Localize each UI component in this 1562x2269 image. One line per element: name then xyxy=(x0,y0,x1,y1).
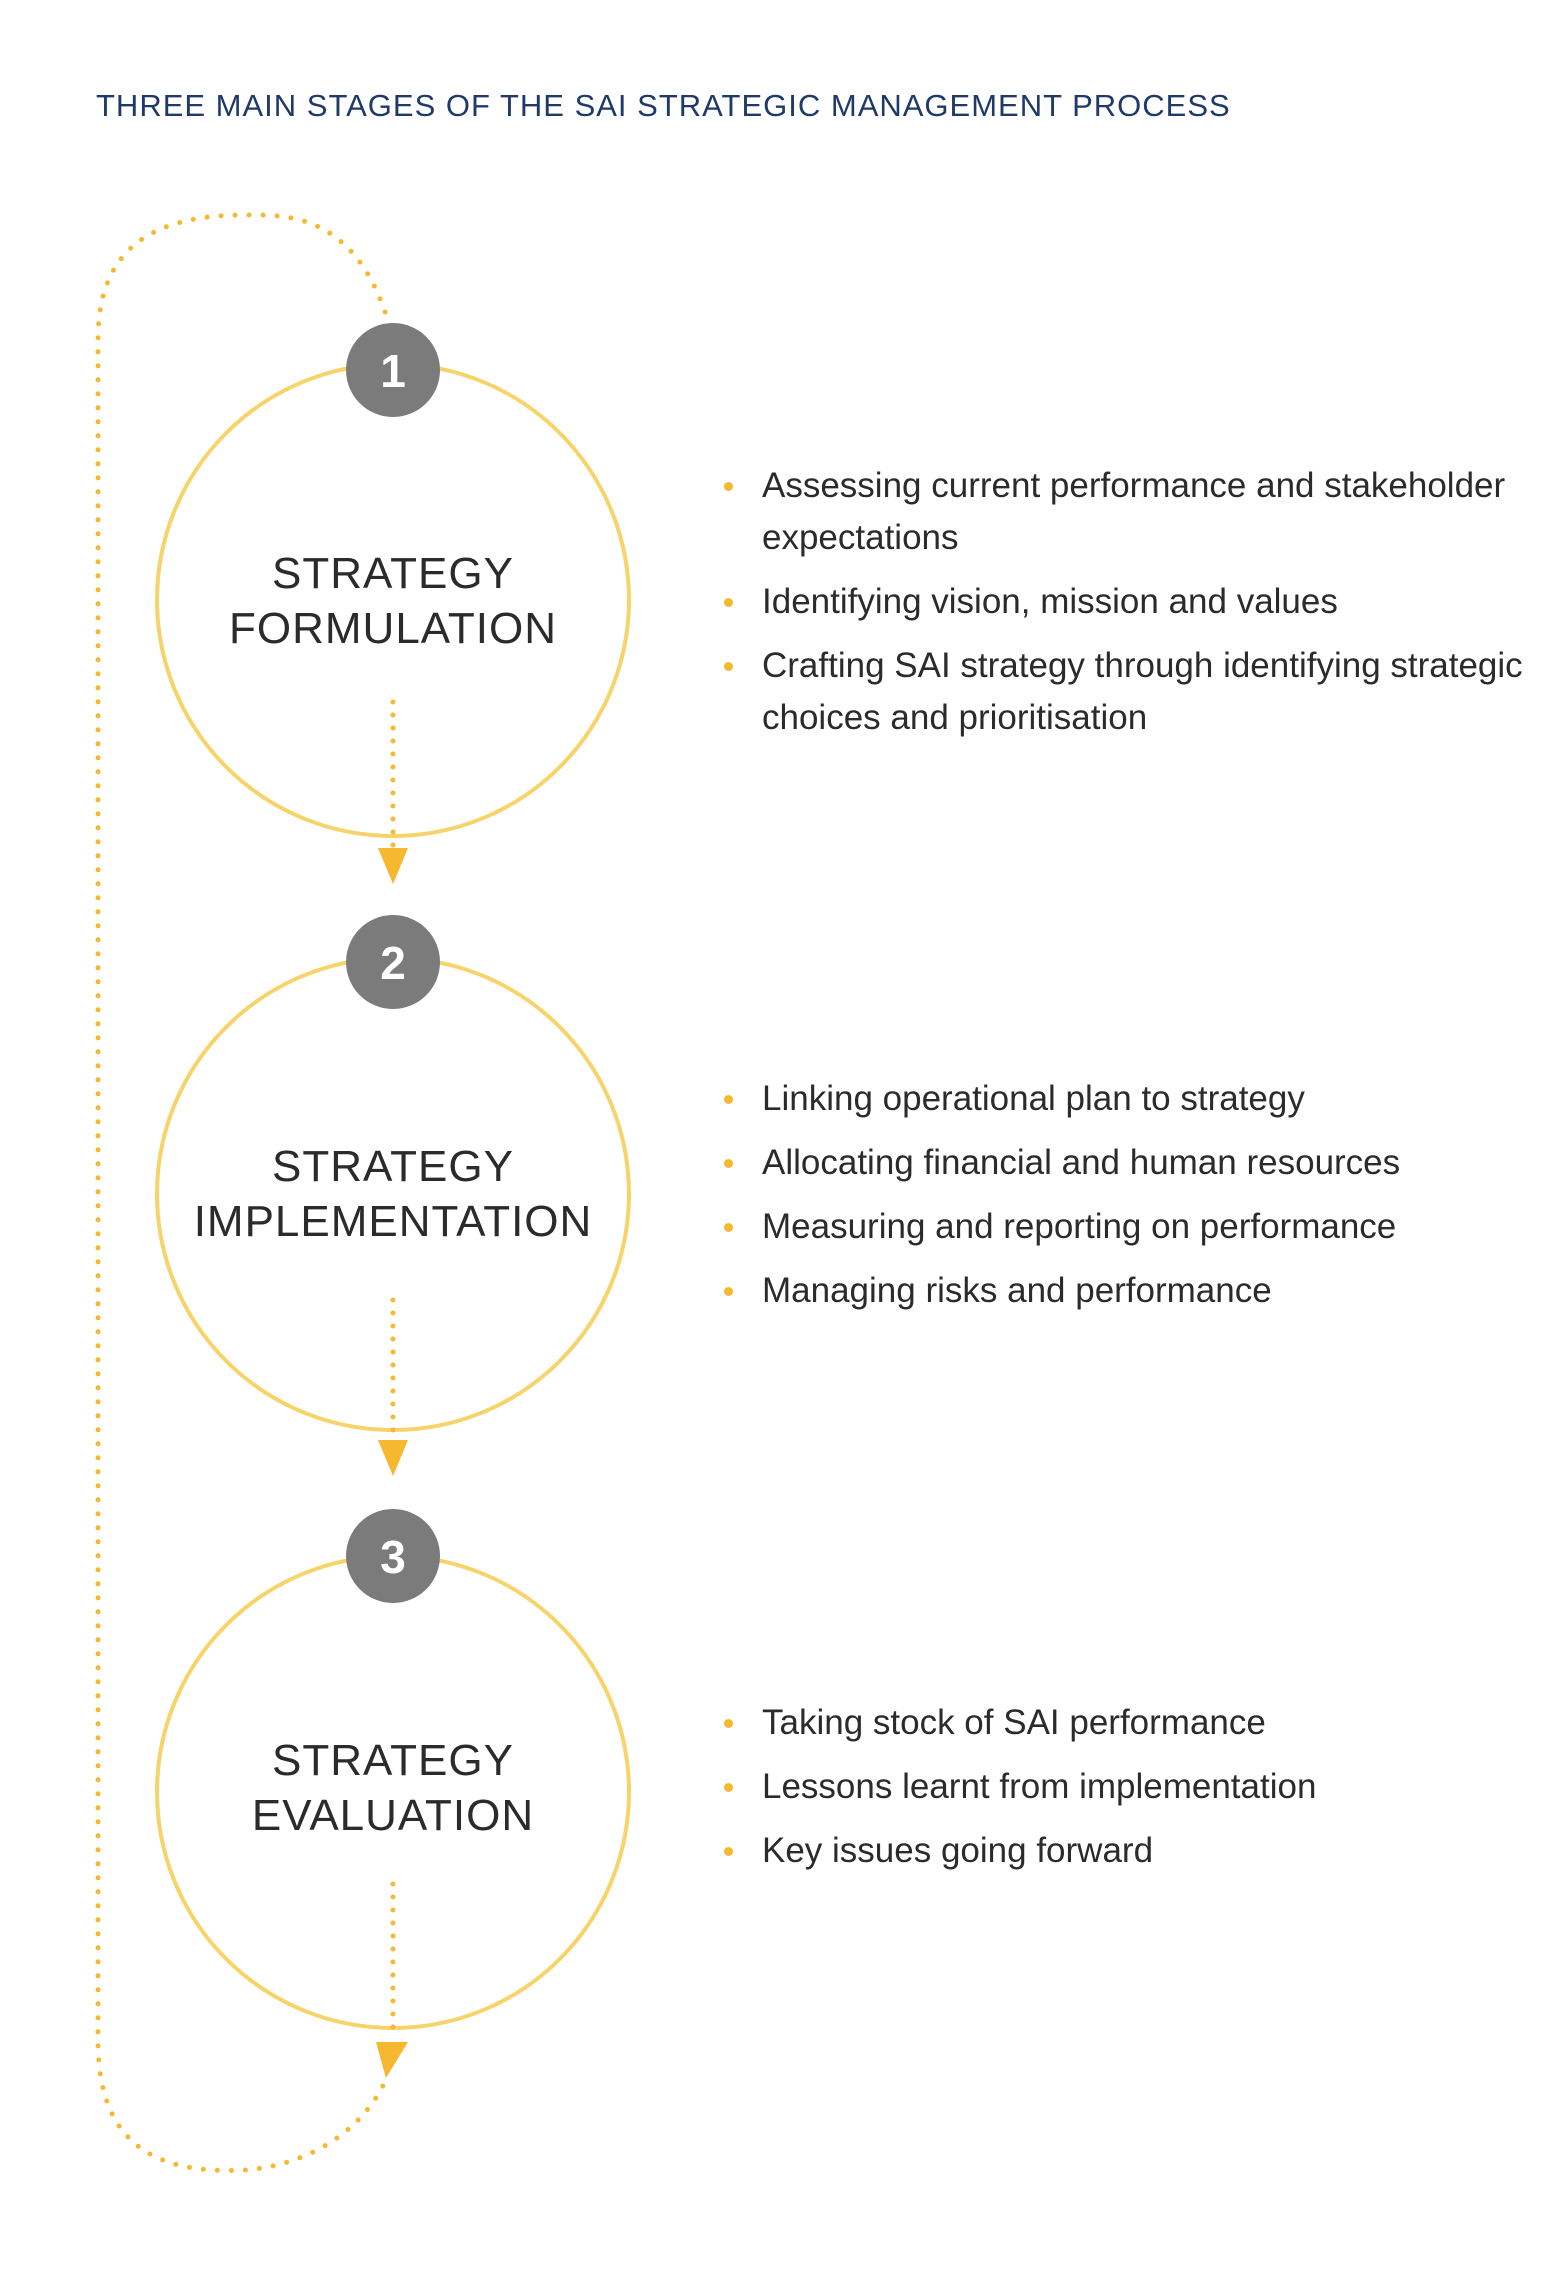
bullet-text: Linking operational plan to strategy xyxy=(762,1079,1305,1118)
stage-1: 1 STRATEGY FORMULATION xyxy=(155,323,631,884)
stage-1-title-line1: STRATEGY xyxy=(272,549,514,598)
stage-2-number: 2 xyxy=(380,937,406,989)
stage-3-badge xyxy=(346,1509,440,1603)
bullet-text: Identifying vision, mission and values xyxy=(762,582,1338,621)
stage-1-number: 1 xyxy=(380,345,406,397)
bullet-text: Lessons learnt from implementation xyxy=(762,1767,1317,1806)
feedback-loop xyxy=(95,212,391,2173)
bullet-dot xyxy=(724,662,733,671)
stage-2-bullets: Linking operational plan to strategy All… xyxy=(716,1073,1536,1329)
bullet-dot xyxy=(724,1159,733,1168)
stage-3-bullet-3: Key issues going forward xyxy=(716,1825,1536,1877)
bullet-dot xyxy=(724,1847,733,1856)
stage-1-arrowhead xyxy=(378,848,408,884)
stage-2-title-line1: STRATEGY xyxy=(272,1142,514,1191)
stage-3-bullets: Taking stock of SAI performance Lessons … xyxy=(716,1697,1536,1889)
stage-2-arrowhead xyxy=(378,1440,408,1476)
bullet-text: Taking stock of SAI performance xyxy=(762,1703,1266,1742)
bullet-dot xyxy=(724,1095,733,1104)
stage-3-title-line1: STRATEGY xyxy=(272,1736,514,1785)
bullet-dot xyxy=(724,482,733,491)
bullet-text: Measuring and reporting on performance xyxy=(762,1207,1397,1246)
bullet-dot xyxy=(724,1287,733,1296)
stage-2-circle xyxy=(155,956,631,1432)
stage-1-bullets: Assessing current performance and stakeh… xyxy=(716,460,1536,756)
stage-2-bullet-3: Measuring and reporting on performance xyxy=(716,1201,1536,1253)
stage-2-title-line2: IMPLEMENTATION xyxy=(194,1197,593,1246)
bullet-text: Allocating financial and human resources xyxy=(762,1143,1401,1182)
stage-3-bullet-1: Taking stock of SAI performance xyxy=(716,1697,1536,1749)
bullet-dot xyxy=(724,1783,733,1792)
stage-1-bullet-1: Assessing current performance and stakeh… xyxy=(716,460,1536,564)
bullet-dot xyxy=(724,1719,733,1728)
stage-3-title-line2: EVALUATION xyxy=(252,1791,534,1840)
stage-2-bullet-2: Allocating financial and human resources xyxy=(716,1137,1536,1189)
stage-2-bullet-4: Managing risks and performance xyxy=(716,1265,1536,1317)
stage-2-bullet-1: Linking operational plan to strategy xyxy=(716,1073,1536,1125)
bullet-dot xyxy=(724,598,733,607)
page-title: THREE MAIN STAGES OF THE SAI STRATEGIC M… xyxy=(96,88,1231,123)
stage-3-bullet-2: Lessons learnt from implementation xyxy=(716,1761,1536,1813)
stage-3: 3 STRATEGY EVALUATION xyxy=(155,1509,631,2033)
bullet-text: Crafting SAI strategy through identifyin… xyxy=(762,646,1523,737)
stage-1-title-line2: FORMULATION xyxy=(229,604,557,653)
stage-1-badge xyxy=(346,323,440,417)
stage-2: 2 STRATEGY IMPLEMENTATION xyxy=(155,915,631,1476)
stage-2-badge xyxy=(346,915,440,1009)
stage-1-bullet-2: Identifying vision, mission and values xyxy=(716,576,1536,628)
bullet-text: Key issues going forward xyxy=(762,1831,1154,1870)
bullet-text: Managing risks and performance xyxy=(762,1271,1272,1310)
stage-3-number: 3 xyxy=(380,1531,406,1583)
loop-arrowhead xyxy=(376,2042,408,2078)
bullet-text: Assessing current performance and stakeh… xyxy=(762,466,1506,557)
bullet-dot xyxy=(724,1223,733,1232)
stage-1-bullet-3: Crafting SAI strategy through identifyin… xyxy=(716,640,1536,744)
